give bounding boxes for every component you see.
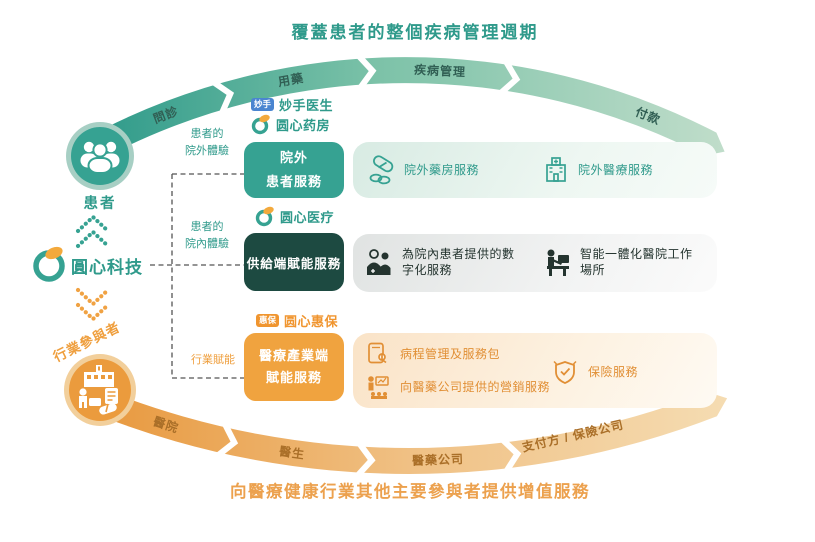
panel-item: 病程管理及服務包 [365, 341, 500, 367]
panel-out-of-hospital-services: 院外藥房服務 院外醫療服務 [353, 142, 717, 198]
yuanxin-ring-icon [251, 114, 270, 135]
top-title: 覆蓋患者的整個疾病管理週期 [291, 23, 539, 42]
top-arc-band [92, 57, 725, 158]
brand-name-miaoshou: 妙手医生 [279, 98, 334, 113]
arrow-down-dotted [75, 287, 111, 322]
bottom-title: 向醫療健康行業其他主要參與者提供增值服務 [230, 483, 590, 501]
brand-yuanxin-huibao: 惠保 圆心惠保 [256, 311, 338, 330]
top-arc-segment-medication: 用藥 [276, 70, 305, 89]
miaoshou-badge-icon: 妙手 [251, 98, 275, 111]
bottom-arc-segment-pharma-company: 醫藥公司 [412, 451, 465, 468]
hospital-icon [546, 157, 566, 182]
bottom-arc-separators [215, 421, 522, 479]
panel-item-label: 為院內患者提供的數字化服務 [402, 247, 515, 278]
doctors-icon [367, 249, 391, 276]
tablet-icon [368, 342, 387, 364]
brand-yuanxin-pharmacy: 圆心药房 [251, 113, 330, 135]
yuanxin-ring-icon [255, 206, 274, 227]
bracket-dashed-lines [150, 173, 244, 379]
huibao-badge-icon: 惠保 [256, 314, 280, 327]
panel-item: 院外藥房服務 [367, 155, 479, 185]
panel-item-label: 病程管理及服務包 [400, 346, 501, 361]
presenter-icon [368, 376, 389, 399]
panel-item-label: 智能一體化醫院工作場所 [580, 247, 693, 278]
box-out-of-hospital-patient-services: 院外 患者服務 [244, 142, 344, 198]
top-arc-segment-disease-management: 疾病管理 [414, 62, 467, 80]
box-supply-side-enablement-services: 供給端賦能服務 [244, 233, 344, 291]
panel-item: 智能一體化醫院工作場所 [543, 246, 700, 278]
panel-item: 院外醫療服務 [543, 155, 653, 185]
box-medical-industry-enablement-services: 醫療產業端 賦能服務 [244, 333, 344, 401]
top-arc-separators [210, 52, 521, 116]
arrow-up-dotted [75, 214, 111, 249]
patients-group-icon [66, 122, 134, 190]
panel-item-label: 院外醫療服務 [578, 162, 654, 177]
patients-label: 患者 [83, 196, 117, 212]
panel-item-label: 向醫藥公司提供的營銷服務 [400, 379, 551, 394]
company-logo-icon [33, 246, 65, 282]
inside-experience-label: 患者的 院內體驗 [185, 221, 229, 250]
bottom-arc-segment-doctor: 醫生 [278, 443, 306, 461]
company-name: 圓心科技 [71, 258, 143, 277]
brand-name-yuanxin-huibao: 圆心惠保 [284, 314, 339, 329]
bottom-arc-band [101, 392, 728, 474]
panel-item-label: 保險服務 [588, 364, 639, 379]
panel-item-label: 院外藥房服務 [404, 162, 480, 177]
panel-industry-enablement-services: 病程管理及服務包 向醫藥公司提供的營銷服務 保險服務 [353, 333, 717, 408]
outside-experience-label: 患者的 院外體驗 [185, 128, 229, 157]
industry-enablement-label: 行業賦能 [191, 354, 235, 366]
brand-name-yuanxin-medical: 圆心医疗 [280, 209, 335, 225]
panel-item: 向醫藥公司提供的營銷服務 [365, 374, 550, 400]
workstation-icon [547, 249, 569, 277]
shield-icon [553, 360, 577, 384]
brand-name-yuanxin-pharmacy: 圆心药房 [276, 117, 331, 133]
brand-miaoshou-doctor: 妙手 妙手医生 [251, 95, 333, 114]
panel-item: 為院內患者提供的數字化服務 [365, 246, 518, 278]
industry-participants-icon [64, 354, 136, 426]
brand-yuanxin-medical: 圆心医疗 [255, 205, 334, 227]
panel-item: 保險服務 [551, 357, 638, 387]
pill-icon [369, 155, 394, 185]
panel-supply-side-services: 為院內患者提供的數字化服務 智能一體化醫院工作場所 [353, 234, 717, 292]
